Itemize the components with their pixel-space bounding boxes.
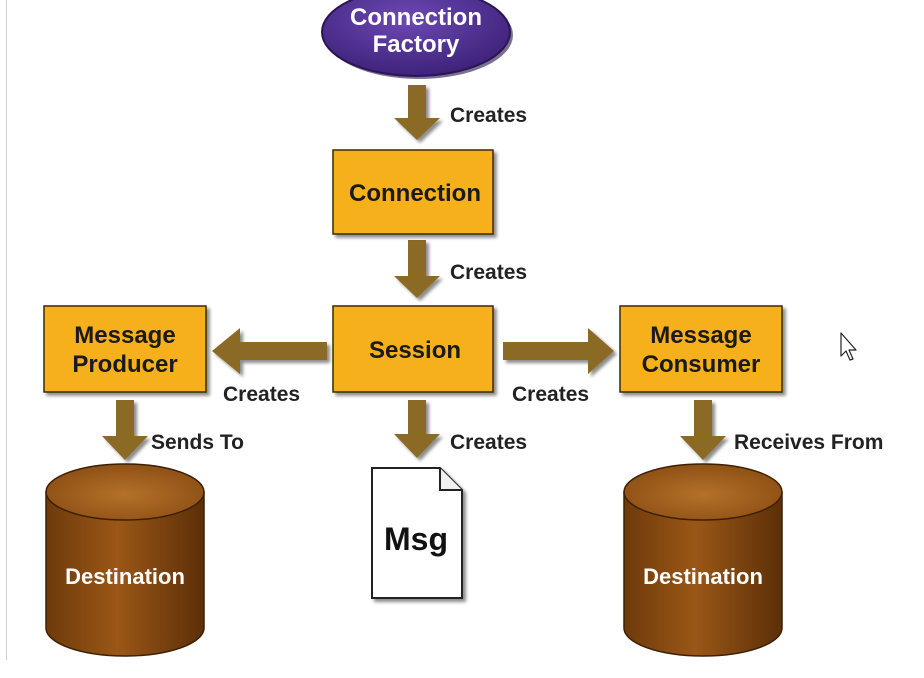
- arrow-session-to-consumer: [503, 328, 614, 374]
- edge-label-producer-destination: Sends To: [151, 431, 244, 454]
- left-border: [6, 0, 7, 660]
- destination-right-node: Destination: [623, 463, 783, 657]
- connection-node: Connection: [332, 149, 494, 235]
- connection-factory-label-line2: Factory: [373, 31, 460, 58]
- message-producer-node: Message Producer: [43, 305, 207, 393]
- arrow-session-to-producer: [212, 328, 327, 374]
- connection-factory-label-line1: Connection: [350, 4, 482, 31]
- arrow-connection-to-session: [394, 240, 440, 298]
- arrow-consumer-from-destination: [680, 400, 726, 460]
- page-fold-icon: [439, 468, 462, 491]
- consumer-label-line1: Message: [650, 322, 751, 349]
- arrow-factory-to-connection: [394, 85, 440, 140]
- edge-label-session-producer: Creates: [223, 383, 300, 406]
- edge-label-session-consumer: Creates: [512, 383, 589, 406]
- arrow-session-to-msg: [394, 400, 440, 458]
- edge-label-connection-session: Creates: [450, 261, 527, 284]
- consumer-label-line2: Consumer: [642, 351, 761, 378]
- producer-label-line2: Producer: [72, 351, 177, 378]
- session-node: Session: [332, 305, 494, 393]
- msg-document-node: Msg: [371, 467, 463, 599]
- edge-label-factory-connection: Creates: [450, 104, 527, 127]
- destination-left-node: Destination: [45, 463, 205, 657]
- message-consumer-node: Message Consumer: [619, 305, 783, 393]
- arrow-producer-to-destination: [102, 400, 148, 460]
- edge-label-session-msg: Creates: [450, 431, 527, 454]
- connection-factory-node: Connection Factory: [321, 0, 513, 79]
- destination-right-label: Destination: [643, 564, 763, 589]
- connection-label: Connection: [349, 180, 481, 207]
- destination-left-label: Destination: [65, 564, 185, 589]
- producer-label-line1: Message: [74, 322, 175, 349]
- session-label: Session: [369, 337, 461, 364]
- msg-label: Msg: [384, 521, 448, 557]
- mouse-pointer-icon: [840, 332, 857, 361]
- edge-label-consumer-destination: Receives From: [734, 431, 883, 454]
